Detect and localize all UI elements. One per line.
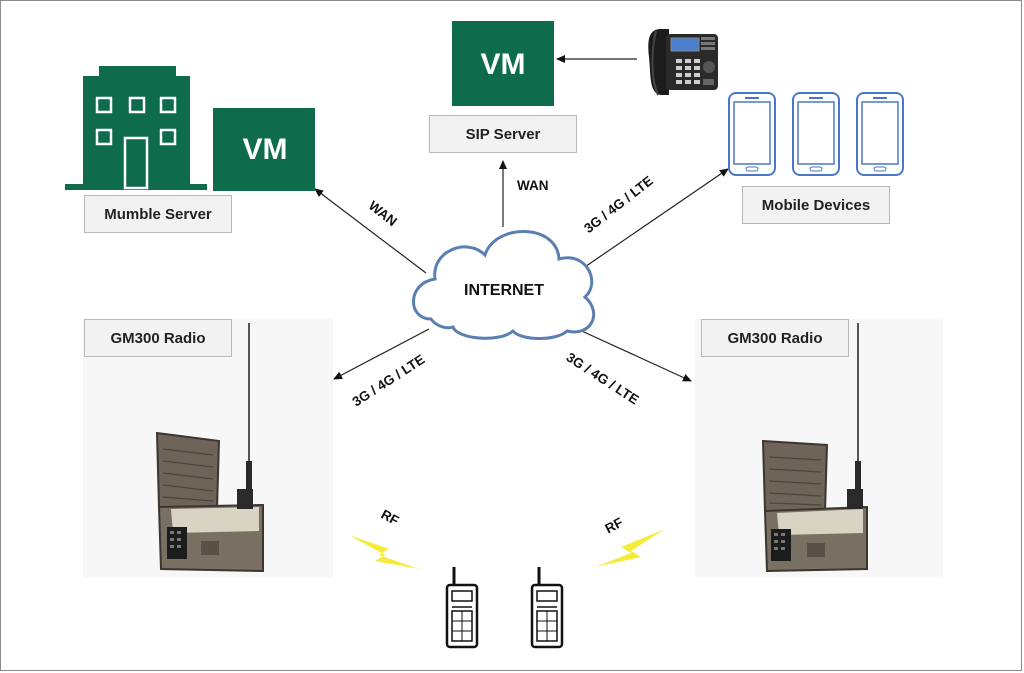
vm-left-text: VM bbox=[243, 133, 288, 166]
radio-case-icon bbox=[761, 323, 868, 573]
wan-left-arrow bbox=[314, 188, 427, 274]
mumble-server-label: Mumble Server bbox=[84, 195, 232, 233]
wan-center-label: WAN bbox=[517, 178, 549, 193]
sip-server-label: SIP Server bbox=[429, 115, 577, 153]
building-icon bbox=[65, 66, 207, 190]
vm-center-icon: VM bbox=[452, 21, 554, 106]
desk-phone-icon bbox=[648, 29, 718, 96]
mobile-arrow bbox=[575, 168, 729, 274]
vm-left-icon: VM bbox=[213, 108, 315, 191]
gm300-left-label: GM300 Radio bbox=[84, 319, 232, 357]
lightning-icon bbox=[349, 535, 419, 569]
radio-left-arrow bbox=[333, 328, 430, 380]
gm300-right-label: GM300 Radio bbox=[701, 319, 849, 357]
cloud-icon bbox=[412, 230, 596, 340]
lightning-icon bbox=[595, 529, 665, 567]
walkie-talkie-icon bbox=[445, 567, 479, 649]
internet-label: INTERNET bbox=[464, 282, 544, 299]
radio-case-icon bbox=[155, 323, 264, 573]
mobile-devices-label: Mobile Devices bbox=[742, 186, 890, 224]
radio-right-arrow bbox=[572, 326, 692, 382]
smartphone-icon bbox=[792, 92, 840, 176]
smartphone-icon bbox=[728, 92, 776, 176]
smartphone-icon bbox=[856, 92, 904, 176]
walkie-talkie-icon bbox=[530, 567, 564, 649]
vm-center-text: VM bbox=[481, 48, 526, 81]
